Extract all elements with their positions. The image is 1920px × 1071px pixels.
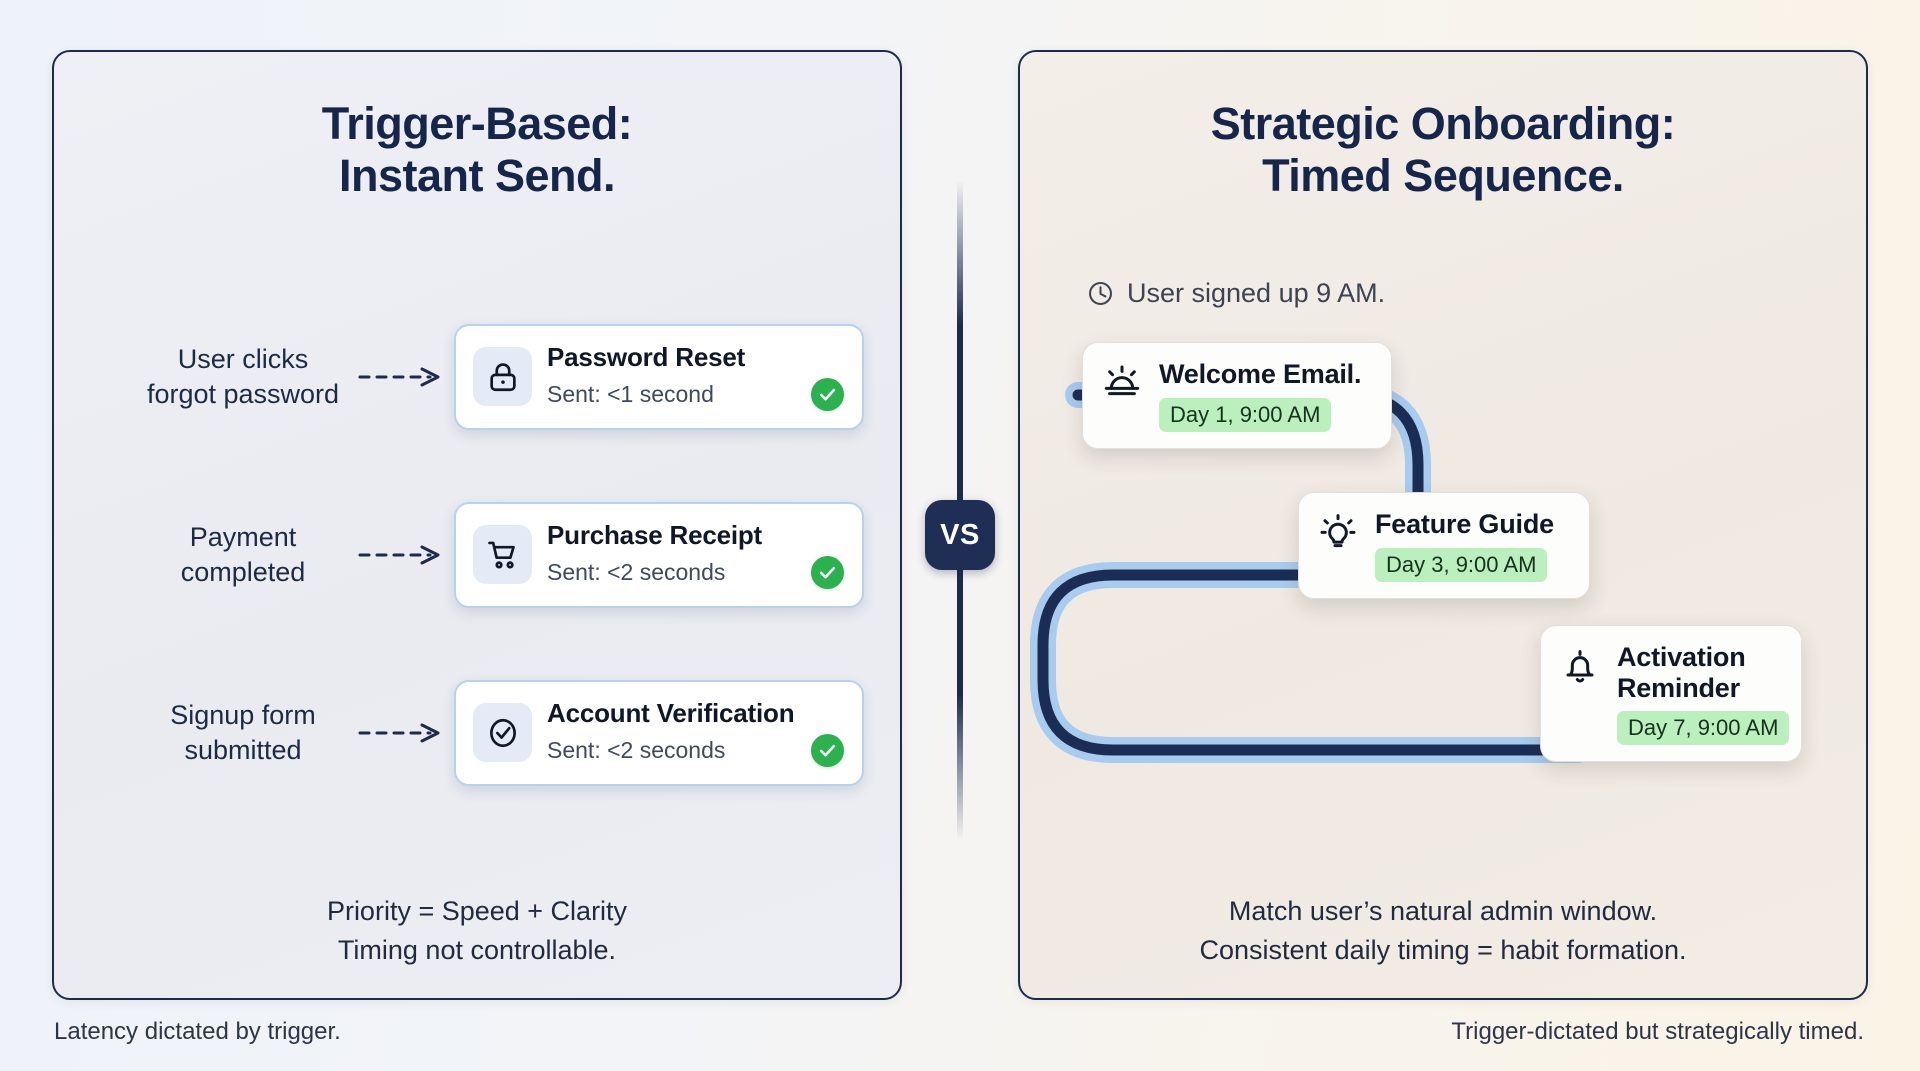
bell-icon bbox=[1559, 645, 1601, 687]
vs-badge: VS bbox=[925, 500, 995, 570]
email-card-title: Password Reset bbox=[547, 342, 746, 372]
email-card-status-row: Sent: <2 seconds bbox=[547, 733, 844, 767]
trigger-label: Payment completed bbox=[180, 522, 306, 587]
signup-time-text: User signed up 9 AM. bbox=[1127, 278, 1386, 308]
sequence-card-schedule-badge: Day 7, 9:00 AM bbox=[1617, 711, 1790, 745]
sequence-card-schedule-badge: Day 1, 9:00 AM bbox=[1159, 397, 1332, 432]
trigger-row: User clicks forgot password Password Res… bbox=[132, 324, 892, 430]
email-card[interactable]: Purchase Receipt Sent: <2 seconds bbox=[454, 502, 864, 608]
right-panel-note: Match user’s natural admin window. Consi… bbox=[1199, 896, 1687, 966]
email-card-title: Purchase Receipt bbox=[547, 520, 763, 550]
sequence-card-schedule-badge: Day 3, 9:00 AM bbox=[1375, 547, 1548, 582]
trigger-row: Signup form submitted Account Verificati… bbox=[132, 680, 892, 786]
shopping-cart-icon bbox=[473, 525, 532, 585]
sequence-card-title: Feature Guide bbox=[1375, 509, 1554, 539]
sequence-card-body: Welcome Email. Day 1, 9:00 AM bbox=[1159, 359, 1361, 432]
email-card[interactable]: Password Reset Sent: <1 second bbox=[454, 324, 864, 430]
check-badge-icon bbox=[811, 733, 844, 767]
right-panel-title: Strategic Onboarding: Timed Sequence. bbox=[1210, 98, 1676, 202]
panel-trigger-based: Trigger-Based: Instant Send. User clicks… bbox=[52, 50, 902, 1000]
clock-icon bbox=[1089, 282, 1112, 305]
sequence-card-title: Welcome Email. bbox=[1159, 359, 1362, 389]
email-card-title: Account Verification bbox=[547, 698, 795, 728]
email-card-body: Purchase Receipt Sent: <2 seconds bbox=[547, 520, 844, 589]
left-panel-title: Trigger-Based: Instant Send. bbox=[321, 98, 633, 202]
check-badge-icon bbox=[811, 377, 844, 411]
check-badge-icon bbox=[811, 555, 844, 589]
sequence-card-body: Feature Guide Day 3, 9:00 AM bbox=[1375, 509, 1554, 582]
email-card-body: Account Verification Sent: <2 seconds bbox=[547, 698, 844, 767]
sequence-card[interactable]: Activation Reminder Day 7, 9:00 AM bbox=[1540, 625, 1802, 762]
sequence-card[interactable]: Welcome Email. Day 1, 9:00 AM bbox=[1082, 342, 1392, 449]
email-card-status: Sent: <1 second bbox=[547, 380, 714, 407]
right-caption: Trigger-dictated but strategically timed… bbox=[1451, 1018, 1864, 1045]
trigger-label: Signup form submitted bbox=[170, 700, 316, 765]
check-circle-icon bbox=[473, 703, 532, 763]
dashed-arrow-icon bbox=[358, 723, 440, 743]
left-caption: Latency dictated by trigger. bbox=[54, 1018, 341, 1045]
email-card-status-row: Sent: <1 second bbox=[547, 377, 844, 411]
dashed-arrow-icon bbox=[358, 367, 440, 387]
signup-time-line: User signed up 9 AM. bbox=[1087, 278, 1385, 309]
sequence-card-title: Activation Reminder bbox=[1617, 642, 1746, 703]
lightbulb-icon bbox=[1317, 512, 1359, 554]
sequence-card[interactable]: Feature Guide Day 3, 9:00 AM bbox=[1298, 492, 1590, 599]
left-panel-note: Priority = Speed + Clarity Timing not co… bbox=[326, 896, 628, 966]
email-card-status: Sent: <2 seconds bbox=[547, 558, 726, 585]
trigger-label: User clicks forgot password bbox=[146, 344, 340, 409]
timeline-path bbox=[1030, 382, 1591, 763]
sunrise-icon bbox=[1101, 362, 1143, 404]
lock-icon bbox=[473, 347, 532, 407]
dashed-arrow-icon bbox=[358, 545, 440, 565]
email-card-body: Password Reset Sent: <1 second bbox=[547, 342, 844, 411]
email-card[interactable]: Account Verification Sent: <2 seconds bbox=[454, 680, 864, 786]
email-card-status: Sent: <2 seconds bbox=[547, 736, 726, 763]
sequence-card-body: Activation Reminder Day 7, 9:00 AM bbox=[1617, 642, 1790, 745]
trigger-row: Payment completed Purchase Receipt Sent:… bbox=[132, 502, 892, 608]
email-card-status-row: Sent: <2 seconds bbox=[547, 555, 844, 589]
